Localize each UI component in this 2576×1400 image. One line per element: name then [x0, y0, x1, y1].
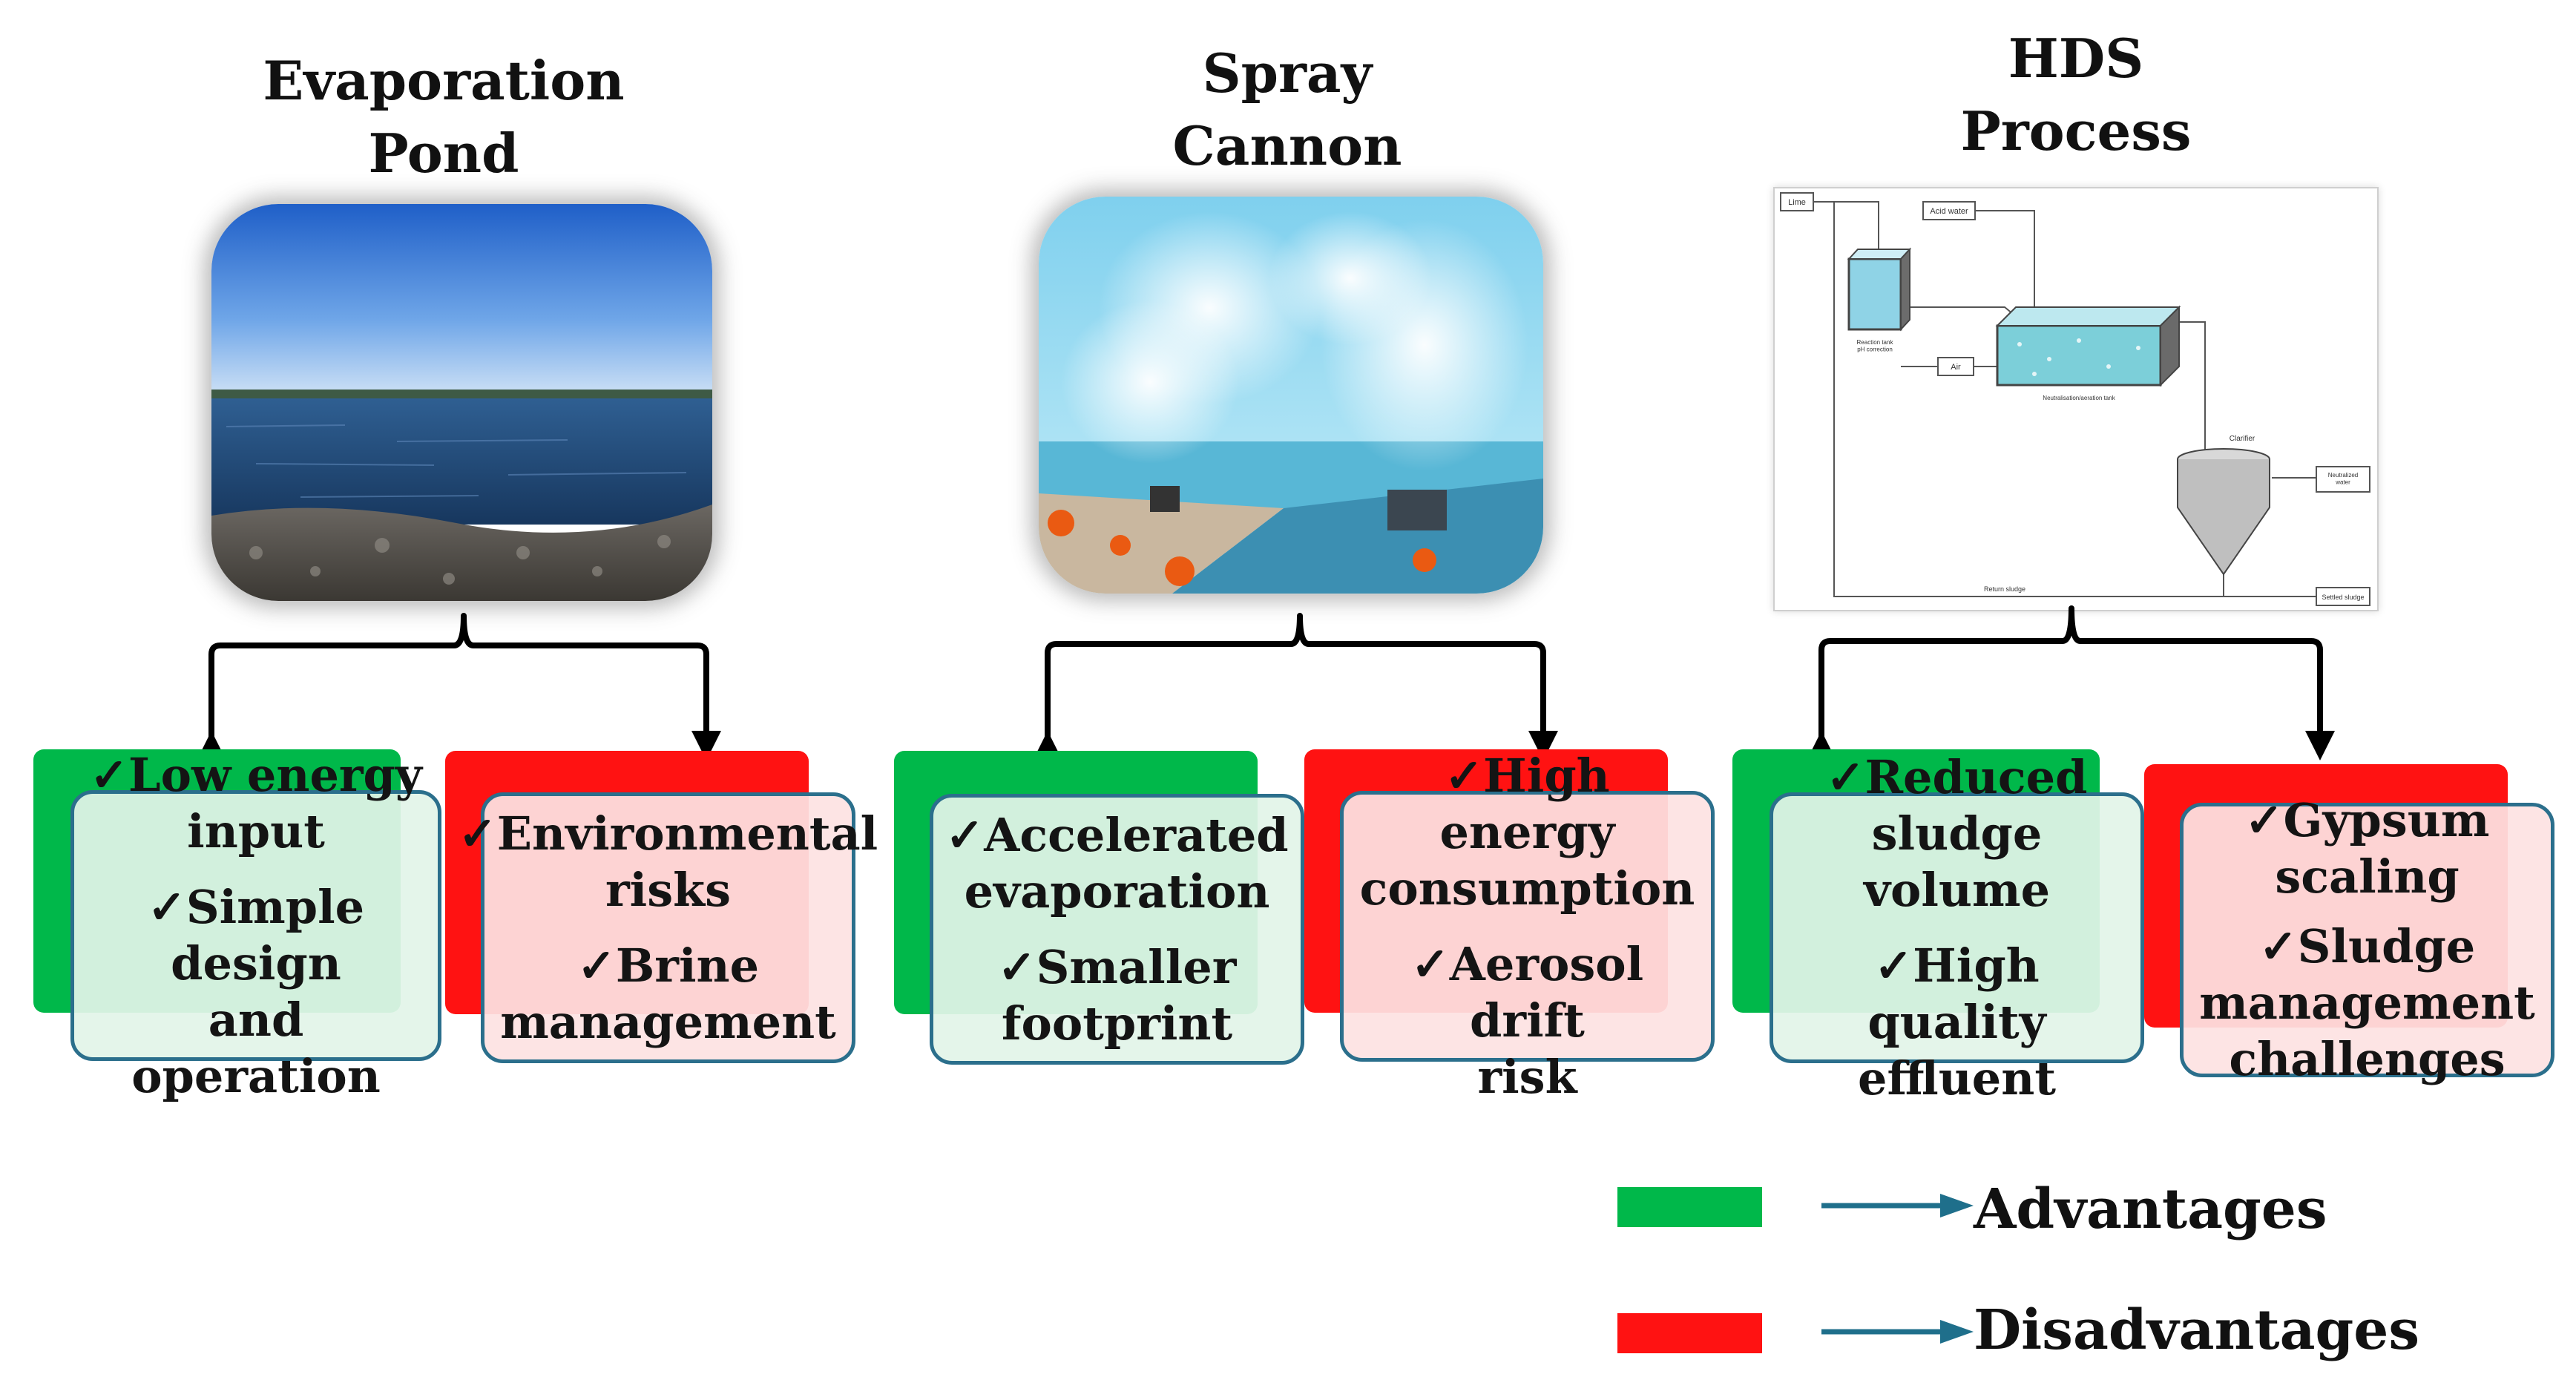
title-spray-cannon: Spray Cannon [1172, 42, 1402, 177]
advantage-item: ✓Low energy input [90, 747, 422, 858]
connector-hds-process [1807, 605, 2335, 760]
connector-spray-cannon [1033, 613, 1558, 760]
disadvantage-item: ✓Environmental risks [458, 806, 878, 917]
legend-disadvantages-arrow [1821, 1320, 1974, 1344]
connector-evaporation-pond [197, 613, 721, 760]
hds-acid-water-label: Acid water [1930, 207, 1968, 216]
disadvantages-card-evaporation-pond: ✓Environmental risks ✓Brine management [459, 792, 878, 1063]
disadvantage-item: ✓Brine management [500, 938, 836, 1049]
hds-air-label: Air [1951, 363, 1961, 372]
hds-clarifier-label: Clarifier [2230, 435, 2255, 443]
legend-disadvantages-label: Disadvantages [1974, 1298, 2419, 1362]
disadvantages-card-spray-cannon: ✓High energy consumption ✓Aerosol drift … [1340, 749, 1715, 1104]
advantages-card-hds-process: ✓Reduced sludge volume ✓High quality eff… [1770, 750, 2144, 1105]
disadvantages-card-hds-process: ✓Gypsum scaling ✓Sludge management chall… [2180, 793, 2554, 1086]
advantage-item: ✓Accelerated evaporation [945, 807, 1289, 918]
advantage-item: ✓High quality effluent [1858, 938, 2056, 1105]
hds-return-sludge-label: Return sludge [1984, 585, 2025, 593]
disadvantage-item: ✓Sludge management challenges [2199, 919, 2535, 1086]
title-hds-process: HDS Process [1960, 27, 2192, 162]
legend-advantages-label: Advantages [1974, 1177, 2327, 1241]
advantages-card-spray-cannon: ✓Accelerated evaporation ✓Smaller footpr… [930, 794, 1304, 1065]
evaporation-pond-photo [211, 204, 712, 601]
spray-cannon-photo [1039, 197, 1543, 594]
title-evaporation-pond: Evaporation Pond [263, 49, 625, 185]
disadvantage-item: ✓Aerosol drift risk [1410, 936, 1644, 1104]
hds-lime-label: Lime [1788, 198, 1806, 207]
legend-advantages-arrow [1821, 1194, 1974, 1217]
disadvantage-item: ✓Gypsum scaling [2244, 793, 2490, 904]
advantage-item: ✓Reduced sludge volume [1826, 749, 2088, 917]
advantages-card-evaporation-pond: ✓Low energy input ✓Simple design and ope… [70, 748, 441, 1103]
disadvantage-item: ✓High energy consumption [1359, 748, 1695, 916]
hds-neutralization-label: Neutralisation/aeration tank [2043, 395, 2115, 401]
hds-settled-sludge-label: Settled sludge [2322, 594, 2364, 601]
legend-advantages-swatch [1617, 1187, 1762, 1227]
legend-disadvantages-swatch [1617, 1313, 1762, 1353]
advantage-item: ✓Smaller footprint [997, 939, 1237, 1051]
advantage-item: ✓Simple design and operation [131, 879, 381, 1103]
